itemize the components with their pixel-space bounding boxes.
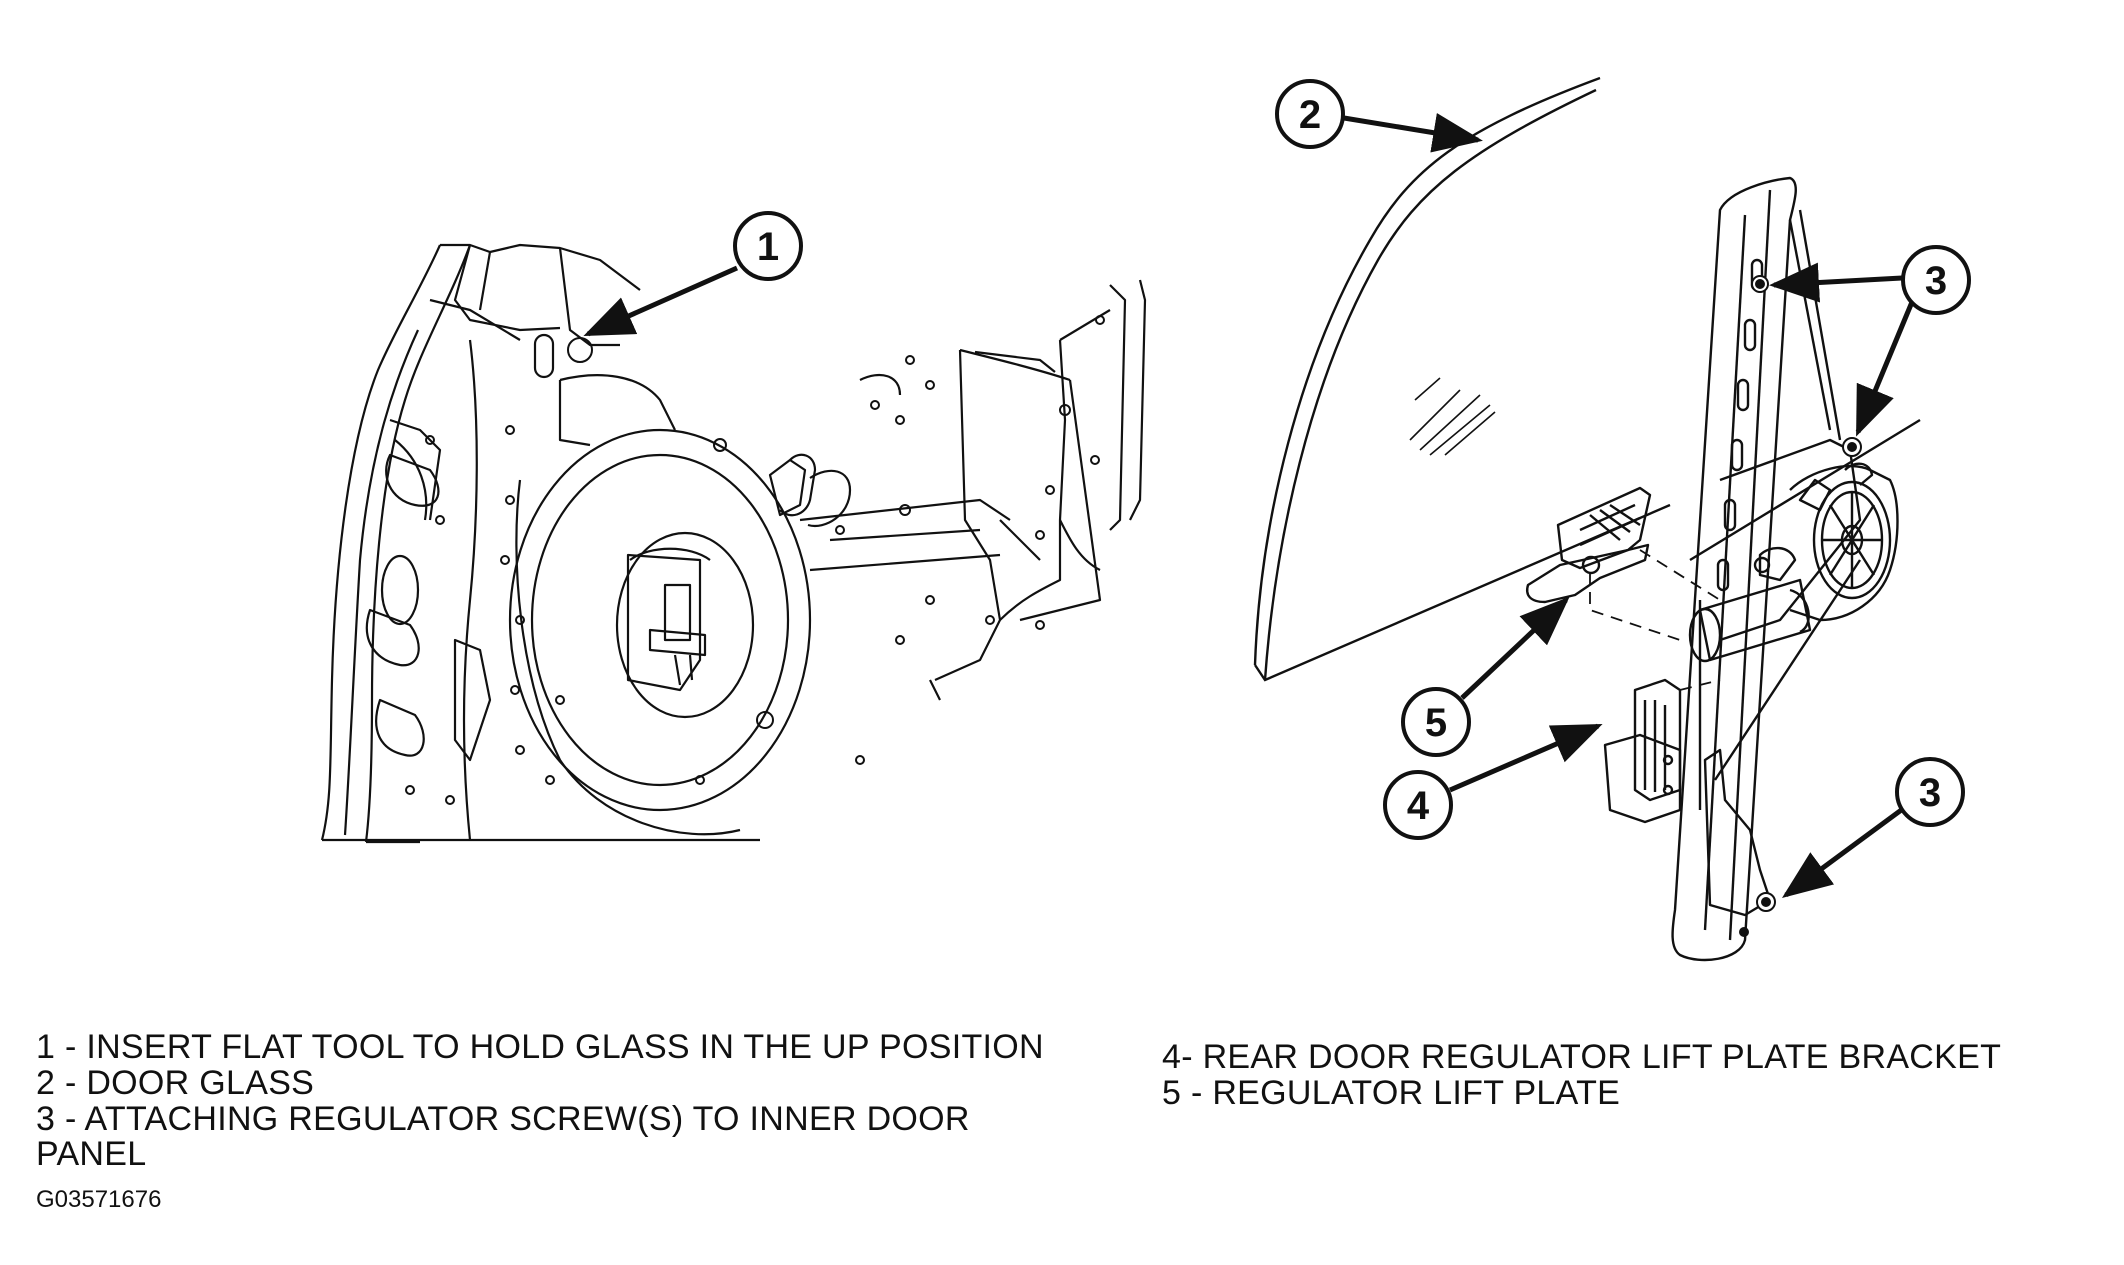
legend-item-1: 1 - INSERT FLAT TOOL TO HOLD GLASS IN TH…	[36, 1028, 1044, 1066]
legend-item-3: 3 - ATTACHING REGULATOR SCREW(S) TO INNE…	[36, 1100, 970, 1173]
legend-left: 1 - INSERT FLAT TOOL TO HOLD GLASS IN TH…	[36, 1030, 1056, 1173]
callout-4-number: 4	[1407, 784, 1430, 828]
door-glass	[1253, 76, 1671, 682]
legend-item-2: 2 - DOOR GLASS	[36, 1064, 315, 1102]
legend-item-4: 4- REAR DOOR REGULATOR LIFT PLATE BRACKE…	[1162, 1038, 2002, 1076]
callout-3b-number: 3	[1919, 771, 1941, 815]
callout-5-number: 5	[1425, 701, 1447, 745]
regulator-lift-plate	[1526, 486, 1652, 604]
callout-5: 5	[1401, 596, 1570, 757]
regulator-rail	[1671, 176, 1921, 962]
callout-3b: 3	[1781, 757, 1965, 898]
callout-2-number: 2	[1299, 93, 1321, 137]
alignment-lines	[1589, 549, 1721, 691]
figure-id: G03571676	[36, 1186, 162, 1213]
legend-right: 4- REAR DOOR REGULATOR LIFT PLATE BRACKE…	[1162, 1040, 2062, 1112]
attaching-screws	[1739, 275, 1862, 937]
panel-holes	[405, 315, 1105, 805]
inner-door-panel	[320, 243, 1147, 844]
legend-item-5: 5 - REGULATOR LIFT PLATE	[1162, 1074, 1621, 1112]
callout-1: 1	[583, 211, 803, 337]
callout-3a: 3	[1769, 245, 1971, 437]
callout-2: 2	[1275, 79, 1483, 153]
callout-4: 4	[1383, 723, 1603, 840]
callout-3a-number: 3	[1925, 259, 1947, 303]
lift-plate-bracket	[1603, 678, 1682, 824]
callout-1-number: 1	[757, 225, 779, 269]
regulator-motor	[1688, 438, 1899, 663]
